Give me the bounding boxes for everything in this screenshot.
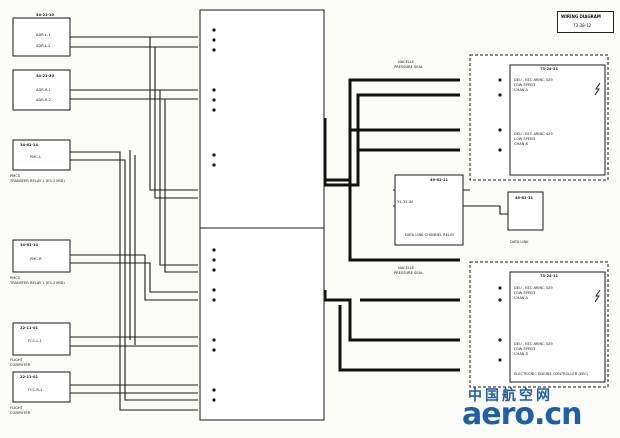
relay-id: 49-62-11 bbox=[430, 178, 448, 182]
eec-lower-line-5: LOW SPEED bbox=[514, 347, 536, 351]
pmc-l-note-2: TRANSFER RELAY 1 (E3-2 MID) bbox=[10, 179, 65, 183]
connector-marks bbox=[212, 28, 502, 402]
adiru-r-pin-2: ADR-R-2 bbox=[36, 98, 51, 102]
component-boxes bbox=[12, 9, 544, 421]
fcc-l-id: 22-11-01 bbox=[20, 326, 38, 330]
break-marks bbox=[594, 82, 601, 303]
relay-note: DATA LINK CHANNEL RELAY bbox=[405, 233, 455, 237]
pmc-r-note-2: TRANSFER RELAY 1 (E3-2 MID) bbox=[10, 281, 65, 285]
watermark-en: aero.cn bbox=[462, 397, 583, 432]
pmc-l-note-1: PMCS bbox=[10, 174, 21, 178]
fcc-r-id: 22-11-01 bbox=[20, 375, 38, 379]
eec-lower-id: 73-24-11 bbox=[540, 274, 558, 278]
eec-upper-line-2: LOW SPEED bbox=[514, 83, 536, 87]
eec-upper-line-1: DEU - EEC ARINC 429 bbox=[514, 78, 553, 82]
pmc-r-label: PMC-R bbox=[30, 257, 42, 261]
pmc-r-note-1: PMCS bbox=[10, 276, 21, 280]
adiru-l-pin-1: ADR-L-1 bbox=[36, 33, 51, 37]
pmc-r-id: 34-61-14 bbox=[20, 243, 38, 247]
small-box-note: DATA LINK bbox=[510, 240, 529, 244]
aero-cn-watermark: 中国航空网 aero.cn bbox=[462, 385, 612, 433]
eec-upper-id: 73-24-21 bbox=[540, 67, 558, 71]
adiru-r-pin-1: ADR-R-1 bbox=[36, 88, 51, 92]
lower-seal-text-1: NACELLE bbox=[398, 266, 415, 270]
pmc-l-label: PMC-L bbox=[30, 155, 42, 159]
watermark-cn: 中国航空网 bbox=[468, 388, 553, 404]
adiru-r-id: 34-21-20 bbox=[36, 74, 54, 78]
small-box-id: 49-82-11 bbox=[515, 196, 533, 200]
lower-seal-text-2: PRESSURE SEAL bbox=[394, 271, 424, 275]
upper-seal-text-2: PRESSURE SEAL bbox=[394, 65, 424, 69]
sheet-number: 73-38-12 bbox=[573, 23, 592, 28]
eec-lower-line-2: LOW SPEED bbox=[514, 291, 536, 295]
eec-upper-line-5: LOW SPEED bbox=[514, 137, 536, 141]
eec-upper-line-4: DEU - EEC ARINC 429 bbox=[514, 132, 553, 136]
eec-upper-line-6: CHAN B bbox=[514, 142, 528, 146]
sheet-title-box: WIRING DIAGRAM 73-38-12 bbox=[557, 11, 614, 33]
sheet-title: WIRING DIAGRAM bbox=[561, 14, 601, 19]
fcc-l-label: FCC-L-1 bbox=[28, 339, 42, 343]
adiru-l-id: 34-21-10 bbox=[36, 13, 54, 17]
eec-upper-line-3: CHAN A bbox=[514, 88, 528, 92]
eec-boxes bbox=[469, 54, 609, 388]
fcc-r-label: FCC-R-1 bbox=[28, 388, 43, 392]
eec-lower-line-4: DEU - EEC ARINC 429 bbox=[514, 342, 553, 346]
eec-lower-line-1: DEU - EEC ARINC 429 bbox=[514, 286, 553, 290]
fcc-r-note-2: COMPUTER bbox=[10, 411, 31, 415]
eec-lower-footer: ELECTRONIC ENGINE CONTROLLER (EEC) bbox=[514, 372, 589, 376]
relay-sub: 31-32-30 bbox=[397, 200, 414, 204]
upper-seal-text-1: NACELLE bbox=[398, 60, 415, 64]
eec-lower-line-3: CHAN A bbox=[514, 296, 528, 300]
adiru-l-pin-2: ADR-L-2 bbox=[36, 44, 51, 48]
thick-harness bbox=[323, 78, 460, 372]
fcc-l-note-1: FLIGHT bbox=[10, 358, 23, 362]
eec-lower-line-6: CHAN B bbox=[514, 352, 528, 356]
fcc-l-note-2: COMPUTER bbox=[10, 363, 31, 367]
fcc-r-note-1: FLIGHT bbox=[10, 406, 23, 410]
pmc-l-id: 34-61-14 bbox=[20, 143, 38, 147]
